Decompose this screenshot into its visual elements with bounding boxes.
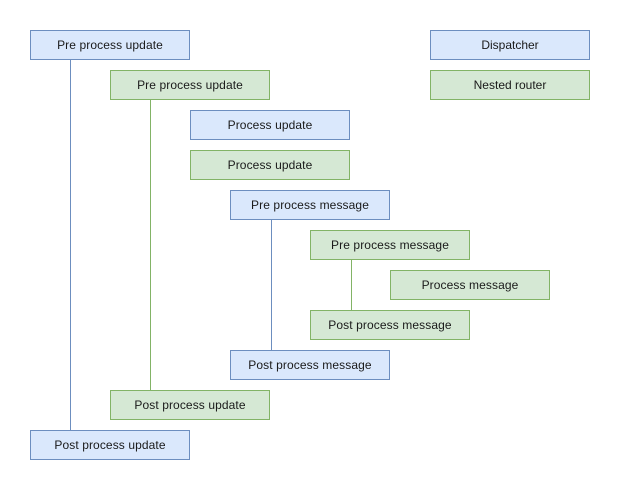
node-n5[interactable]: Pre process message — [230, 190, 390, 220]
node-label: Process message — [421, 278, 519, 292]
connector-n6-to-n8 — [351, 260, 352, 310]
node-label: Post process update — [54, 438, 166, 452]
node-n1[interactable]: Pre process update — [30, 30, 190, 60]
node-label: Pre process message — [331, 238, 449, 252]
legend-item-nested-router[interactable]: Nested router — [430, 70, 590, 100]
node-label: Process update — [227, 118, 313, 132]
node-label: Pre process message — [251, 198, 369, 212]
node-label: Post process update — [134, 398, 246, 412]
node-label: Pre process update — [137, 78, 243, 92]
node-n6[interactable]: Pre process message — [310, 230, 470, 260]
node-label: Post process message — [328, 318, 452, 332]
node-n9[interactable]: Post process message — [230, 350, 390, 380]
node-label: Post process message — [248, 358, 372, 372]
node-n7[interactable]: Process message — [390, 270, 550, 300]
node-n3[interactable]: Process update — [190, 110, 350, 140]
node-label: Process update — [227, 158, 313, 172]
legend-item-label: Dispatcher — [481, 38, 539, 52]
node-n10[interactable]: Post process update — [110, 390, 270, 420]
connector-n2-to-n10 — [150, 100, 151, 390]
legend-item-dispatcher[interactable]: Dispatcher — [430, 30, 590, 60]
legend-item-label: Nested router — [473, 78, 547, 92]
connector-n5-to-n9 — [271, 220, 272, 350]
node-n8[interactable]: Post process message — [310, 310, 470, 340]
connector-n1-to-n11 — [70, 60, 71, 430]
node-n4[interactable]: Process update — [190, 150, 350, 180]
node-n2[interactable]: Pre process update — [110, 70, 270, 100]
node-n11[interactable]: Post process update — [30, 430, 190, 460]
node-label: Pre process update — [57, 38, 163, 52]
